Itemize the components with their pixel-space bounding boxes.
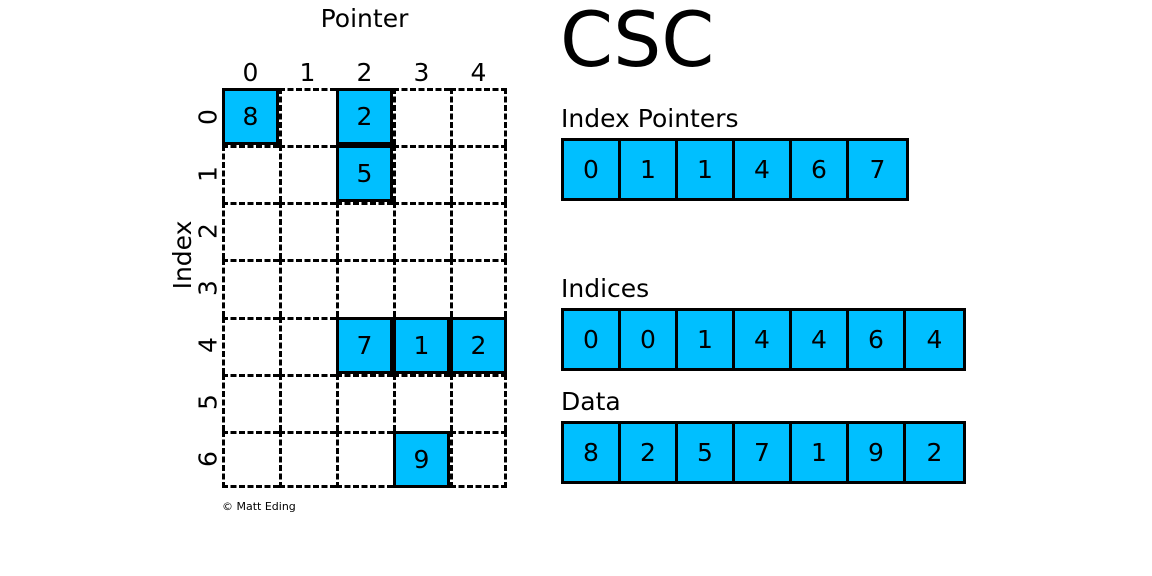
matrix-cell-empty [279,373,336,431]
matrix-cell-filled: 8 [222,88,279,146]
matrix-cell-empty [336,259,393,317]
matrix-cell-filled: 1 [393,316,450,374]
row-header-4: 4 [193,337,223,354]
matrix-cell-filled: 2 [336,88,393,146]
index-pointers-cell: 7 [849,141,906,198]
indices-cell: 0 [621,311,678,368]
column-header-3: 3 [413,58,430,87]
matrix-cell-empty [393,88,450,146]
row-header-3: 3 [193,280,223,296]
indices-cell: 4 [792,311,849,368]
matrix-cell-empty [222,259,279,317]
indices-cell: 0 [564,311,621,368]
matrix-cell-filled: 7 [336,316,393,374]
row-header-column: 0 1 2 3 4 5 6 [193,88,223,488]
page-title: CSC [560,0,715,84]
column-header-2: 2 [356,58,373,87]
indices-cell: 1 [678,311,735,368]
matrix-cell-empty [279,316,336,374]
matrix-cell-empty [393,373,450,431]
data-cell: 2 [621,424,678,481]
matrix-cell-empty [279,145,336,203]
matrix-cell-empty [222,373,279,431]
data-cell: 8 [564,424,621,481]
matrix-cell-empty [336,430,393,488]
matrix-cell-empty [222,430,279,488]
matrix-cell-empty [450,259,507,317]
row-header-5: 5 [193,394,223,411]
matrix-cell-empty [336,202,393,260]
column-header-0: 0 [242,58,259,87]
index-pointers-cell: 1 [678,141,735,198]
matrix-cell-empty [450,202,507,260]
row-header-2: 2 [193,222,223,239]
matrix-cell-empty [450,430,507,488]
matrix-cell-filled: 5 [336,145,393,203]
matrix-cell-empty [450,88,507,146]
copyright-credit: © Matt Eding [222,500,296,513]
data-cell: 9 [849,424,906,481]
indices-cell: 4 [906,311,963,368]
index-pointers-cell: 6 [792,141,849,198]
row-header-0: 0 [193,108,223,125]
row-header-1: 1 [193,165,223,182]
matrix-cell-empty [393,202,450,260]
matrix-cell-empty [450,145,507,203]
index-pointers-cell: 0 [564,141,621,198]
data-cell: 2 [906,424,963,481]
matrix-cell-empty [393,145,450,203]
indices-cell: 6 [849,311,906,368]
indices-label: Indices [561,274,650,303]
column-header-row: 0 1 2 3 4 [222,58,507,88]
pointer-axis-label: Pointer [320,4,409,33]
data-label: Data [561,387,621,416]
matrix-cell-empty [279,202,336,260]
matrix-cell-empty [450,373,507,431]
data-cell: 1 [792,424,849,481]
indices-cell: 4 [735,311,792,368]
column-header-4: 4 [470,58,487,87]
data-cell: 7 [735,424,792,481]
matrix-cell-empty [222,202,279,260]
matrix-cell-empty [279,430,336,488]
data-cell: 5 [678,424,735,481]
index-pointers-cell: 1 [621,141,678,198]
matrix-cell-empty [336,373,393,431]
matrix-cell-empty [222,316,279,374]
matrix-cell-empty [393,259,450,317]
index-pointers-label: Index Pointers [561,104,739,133]
index-pointers-cell: 4 [735,141,792,198]
row-header-6: 6 [193,451,223,468]
matrix-cell-empty [279,88,336,146]
matrix-cell-empty [222,145,279,203]
column-header-1: 1 [299,58,316,87]
index-axis-label: Index [168,220,197,290]
matrix-cell-empty [279,259,336,317]
matrix-cell-filled: 2 [450,316,507,374]
matrix-cell-filled: 9 [393,430,450,488]
